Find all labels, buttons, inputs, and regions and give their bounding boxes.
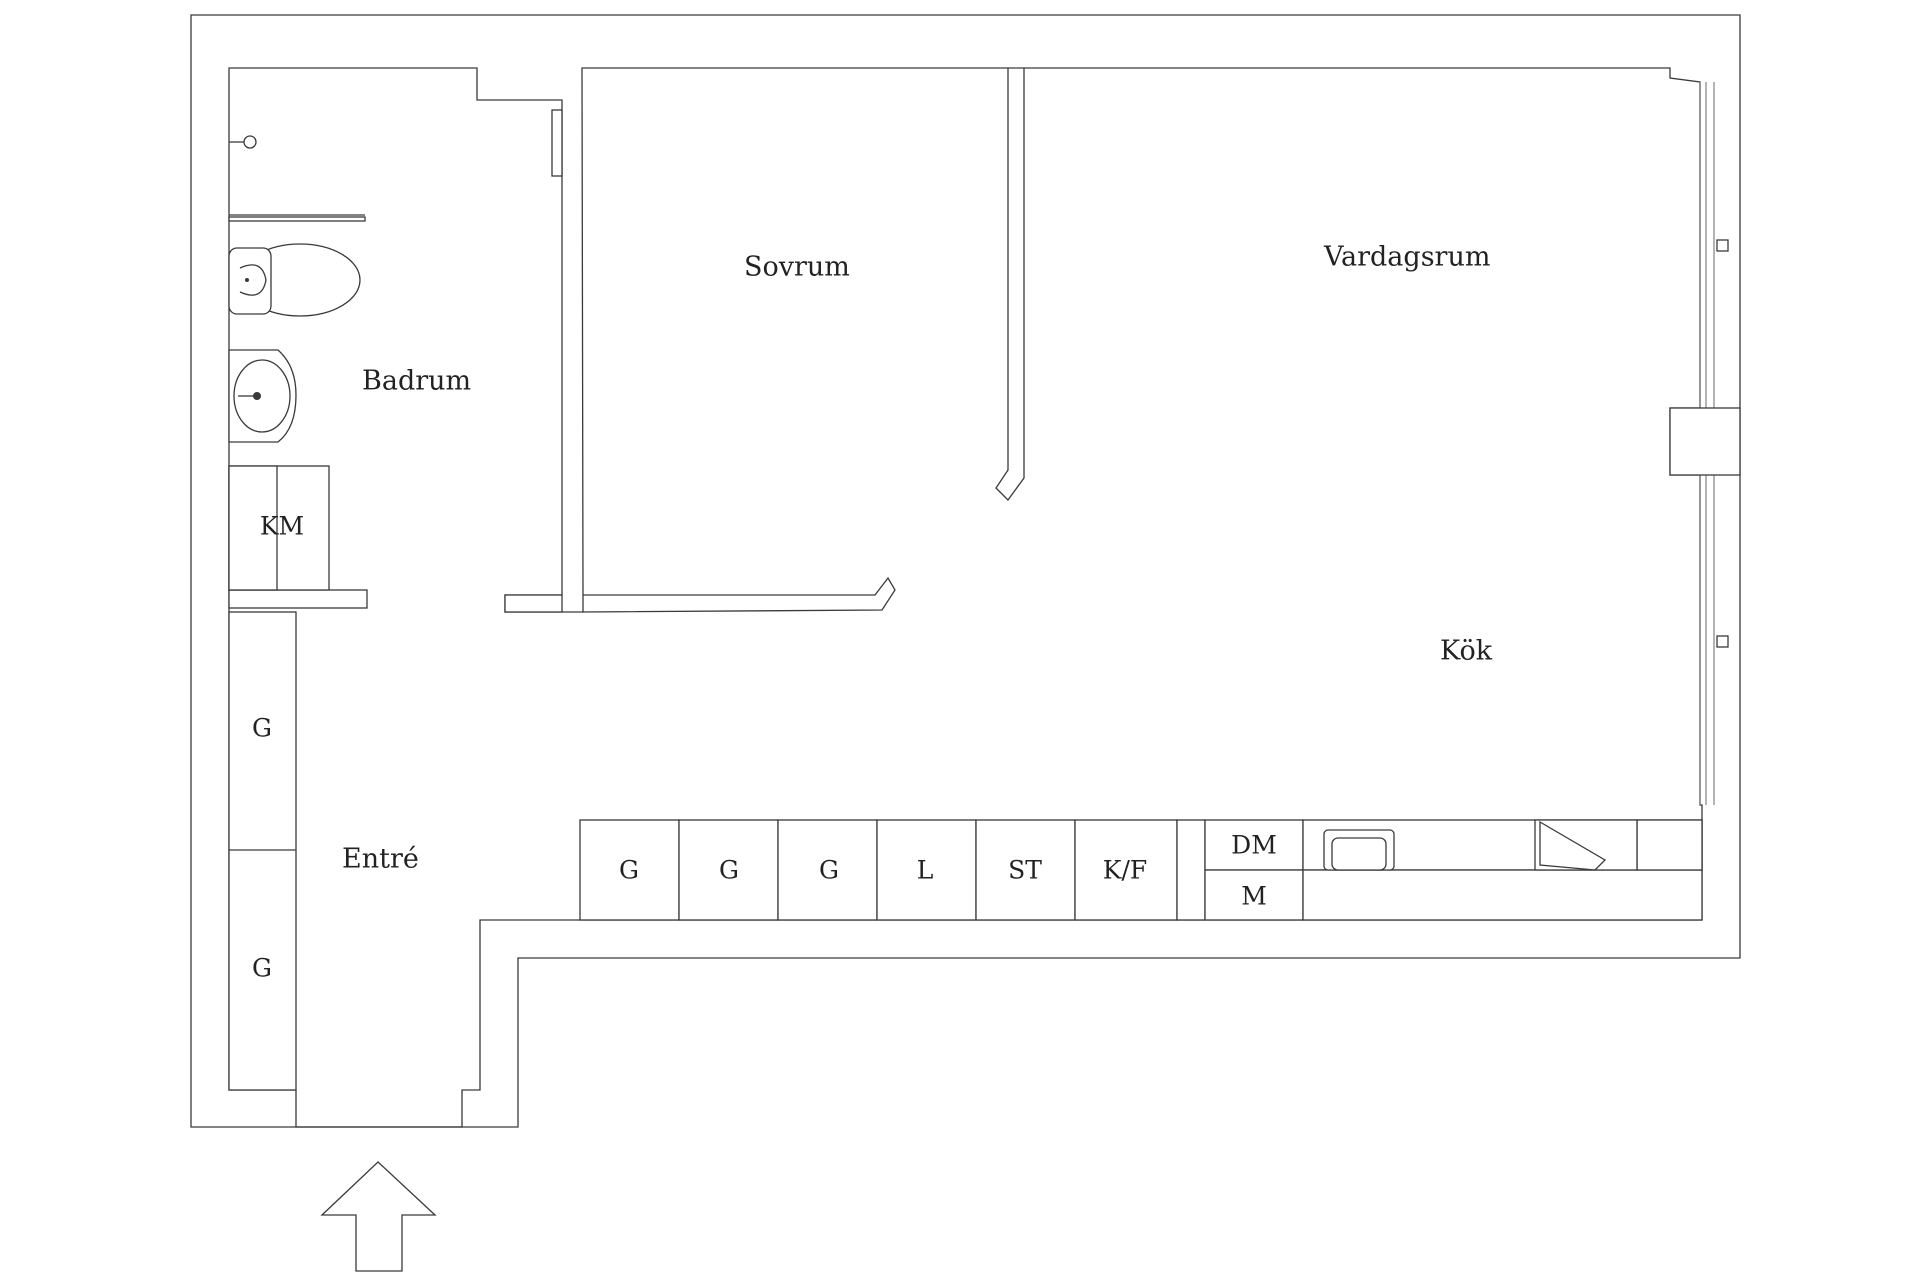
- kitchen-unit-m: M: [1241, 882, 1267, 911]
- room-label-kitchen: Kök: [1440, 636, 1493, 667]
- partition-walls: [228, 68, 1025, 613]
- entrance-wardrobes: G G: [228, 611, 297, 1091]
- washing-machine: KM: [228, 465, 330, 591]
- window-lower: [1699, 475, 1729, 805]
- kitchen-counter: G G G L ST K/F DM M: [579, 819, 1703, 921]
- kitchen-unit-g1: G: [619, 856, 639, 885]
- kitchen-unit-kf: K/F: [1103, 856, 1147, 885]
- kitchen-unit-st: ST: [1008, 856, 1042, 885]
- shower: [228, 135, 366, 222]
- wardrobe-top-label: G: [252, 714, 272, 743]
- sink-icon: [228, 349, 297, 443]
- room-label-living-room: Vardagsrum: [1323, 242, 1490, 273]
- window-upper: [1699, 82, 1729, 408]
- kitchen-unit-g2: G: [719, 856, 739, 885]
- entrance-arrow-icon: [320, 1161, 437, 1272]
- inner-wall: [228, 67, 1703, 1128]
- room-label-bedroom: Sovrum: [744, 252, 850, 283]
- wall-pillar: [1669, 407, 1741, 476]
- outer-wall: [190, 14, 1741, 1128]
- toilet-icon: [228, 243, 361, 317]
- room-label-bathroom: Badrum: [362, 366, 471, 397]
- washing-machine-label: KM: [260, 512, 304, 541]
- kitchen-unit-g3: G: [819, 856, 839, 885]
- room-label-entrance: Entré: [342, 844, 419, 875]
- kitchen-unit-dm: DM: [1231, 831, 1277, 860]
- wardrobe-bottom-label: G: [252, 954, 272, 983]
- kitchen-unit-l: L: [917, 856, 934, 885]
